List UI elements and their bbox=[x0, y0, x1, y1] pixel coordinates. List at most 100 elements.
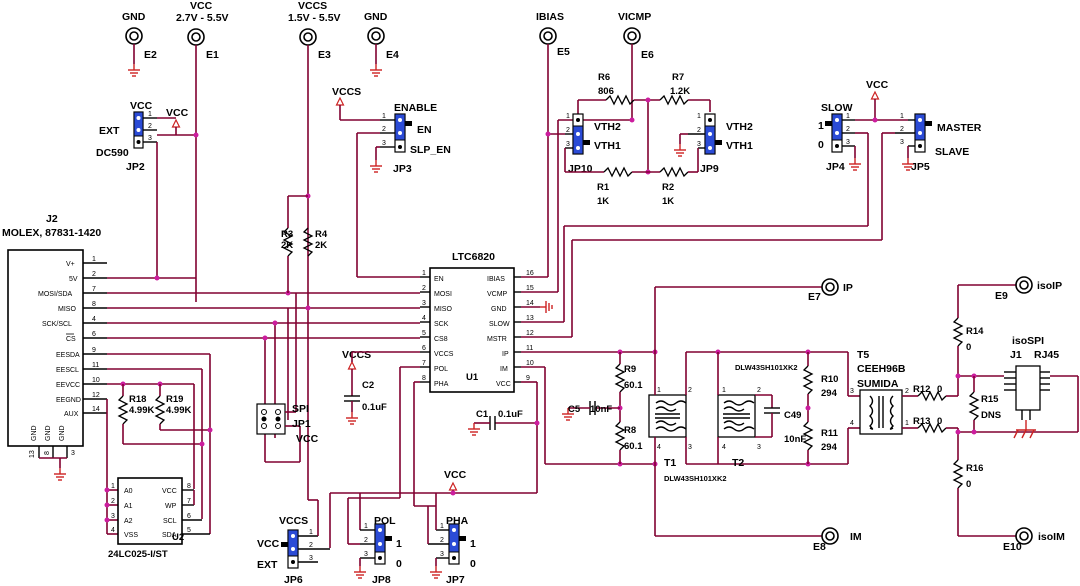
u1-num-9: 9 bbox=[526, 375, 530, 382]
c2-value: 0.1uF bbox=[362, 402, 387, 413]
e7-ip-label: IP bbox=[843, 282, 853, 294]
jp5-slave: SLAVE bbox=[935, 146, 969, 158]
e2-test-point: GND E2 bbox=[122, 11, 157, 77]
r9-value: 60.1 bbox=[624, 380, 643, 391]
u1-pin-sck: SCK bbox=[434, 321, 449, 328]
t2-ref: T2 bbox=[732, 457, 744, 469]
jp8-jumper[interactable]: POL 1 2 3 1 0 JP8 bbox=[347, 497, 402, 586]
r19-value: 4.99K bbox=[166, 405, 191, 416]
r13-value: 0 bbox=[937, 416, 942, 427]
r3-value: 2K bbox=[281, 240, 293, 251]
jp9-ref: JP9 bbox=[700, 163, 719, 175]
u1-num-2: 2 bbox=[422, 285, 426, 292]
j2-connector: J2 MOLEX, 87831-1420 V+ 5V MOSI/SDA MISO… bbox=[2, 213, 107, 481]
c49-ref: C49 bbox=[784, 410, 801, 421]
u1-part: LTC6820 bbox=[452, 251, 495, 263]
u1-num-16: 16 bbox=[526, 270, 534, 277]
e10-ref: E10 bbox=[1003, 541, 1022, 553]
jp5-master: MASTER bbox=[937, 122, 982, 134]
j2-gnum-8: 8 bbox=[44, 451, 51, 455]
svg-text:2: 2 bbox=[382, 126, 386, 133]
r9-ref: R9 bbox=[624, 364, 636, 375]
u1-pin-gnd: GND bbox=[491, 306, 507, 313]
svg-text:3: 3 bbox=[900, 139, 904, 146]
u1-num-14: 14 bbox=[526, 300, 534, 307]
c2-ref: C2 bbox=[362, 380, 374, 391]
jp7-jumper[interactable]: PHA 1 2 3 1 0 JP7 bbox=[427, 506, 476, 586]
jp3-jumper[interactable]: VCCS 1 2 3 ENABLE EN SLP_EN JP3 bbox=[332, 86, 451, 278]
e9-isoip-label: isoIP bbox=[1037, 280, 1062, 292]
jp2-dc590-label: DC590 bbox=[96, 147, 129, 159]
u1-num-15: 15 bbox=[526, 285, 534, 292]
u2-eeprom: A0 A1 A2 VSS VCC WP SCL SDA 1 2 3 4 8 7 … bbox=[108, 477, 210, 560]
svg-text:1: 1 bbox=[566, 113, 570, 120]
t5-ref: T5 bbox=[857, 349, 869, 361]
u2-pin-vcc: VCC bbox=[162, 488, 177, 495]
jp9-jumper[interactable]: 1 2 3 VTH2 VTH1 JP9 bbox=[673, 113, 753, 175]
jp6-ext-label: EXT bbox=[257, 559, 278, 571]
u2-pin-wp: WP bbox=[165, 503, 177, 510]
j2-num-9: 9 bbox=[92, 347, 96, 354]
u1-num-1: 1 bbox=[422, 270, 426, 277]
u1-pin-pol: POL bbox=[434, 366, 448, 373]
svg-text:1: 1 bbox=[440, 523, 444, 530]
r14-value: 0 bbox=[966, 342, 971, 353]
svg-text:1: 1 bbox=[309, 529, 313, 536]
u1-pin-miso: MISO bbox=[434, 306, 452, 313]
e2-ref: E2 bbox=[144, 49, 157, 61]
e2-label: GND bbox=[122, 11, 146, 23]
c2-bypass: VCCS C2 0.1uF bbox=[342, 349, 420, 425]
e5-test-point: IBIAS E5 bbox=[536, 11, 570, 58]
jp1-spi-header[interactable]: SPI JP1 VCC bbox=[256, 293, 319, 463]
jp7-ref: JP7 bbox=[446, 574, 465, 586]
svg-text:3: 3 bbox=[148, 135, 152, 142]
e4-label: GND bbox=[364, 11, 388, 23]
vcc-jp4-jp5: VCC bbox=[866, 79, 889, 123]
jp5-jumper[interactable]: 1 2 3 MASTER SLAVE JP5 bbox=[521, 113, 982, 338]
jp9-vth1: VTH1 bbox=[726, 140, 753, 152]
jp1-ref: JP1 bbox=[292, 418, 311, 430]
r13-ref: R13 bbox=[913, 416, 930, 427]
u1-num-12: 12 bbox=[526, 330, 534, 337]
u1-pin-slow: SLOW bbox=[489, 321, 510, 328]
svg-text:1: 1 bbox=[846, 113, 850, 120]
j2-num-12: 12 bbox=[92, 392, 100, 399]
u2-pin-a1: A1 bbox=[124, 503, 133, 510]
svg-text:1: 1 bbox=[697, 113, 701, 120]
vccs-rail-label-jp3: VCCS bbox=[332, 86, 361, 98]
r10-value: 294 bbox=[821, 388, 838, 399]
u1-num-11: 11 bbox=[526, 345, 533, 352]
r7-ref: R7 bbox=[672, 72, 684, 83]
jp8-zero: 0 bbox=[396, 558, 402, 570]
e3-ref: E3 bbox=[318, 49, 331, 61]
jp8-ref: JP8 bbox=[372, 574, 391, 586]
isolated-side: isoIP E9 R14 0 R15 DNS R16 0 isoIM E10 bbox=[953, 276, 1078, 553]
t5-transformer: T5 CEEH96B SUMIDA 3 4 2 1 bbox=[847, 349, 918, 464]
j2-num-10: 10 bbox=[92, 377, 100, 384]
c1-value: 0.1uF bbox=[498, 409, 523, 420]
jp6-jumper[interactable]: VCCS VCC EXT 1 2 3 JP6 bbox=[257, 499, 330, 586]
r11-ref: R11 bbox=[821, 428, 839, 439]
j2-part: MOLEX, 87831-1420 bbox=[2, 227, 101, 239]
svg-text:3: 3 bbox=[697, 141, 701, 148]
j2-gnd-c: GND bbox=[59, 425, 66, 441]
jp3-ref: JP3 bbox=[393, 163, 412, 175]
r12-r13: R12 0 R13 0 bbox=[913, 384, 958, 433]
svg-text:2: 2 bbox=[148, 123, 152, 130]
jp2-jumper[interactable]: VCC VCC 1 2 3 EXT DC590 JP2 bbox=[96, 100, 189, 260]
jp4-jumper[interactable]: SLOW 1 0 1 2 3 JP4 bbox=[521, 102, 908, 323]
svg-text:3: 3 bbox=[688, 444, 692, 451]
jp10-jumper[interactable]: 1 2 3 VTH2 VTH1 JP10 bbox=[545, 113, 622, 175]
c1-bypass: C1 0.1uF bbox=[467, 381, 540, 493]
r15-ref: R15 bbox=[981, 394, 999, 405]
j1-ref: J1 bbox=[1010, 349, 1022, 361]
r3-r4-pullups: R3 2K R4 2K bbox=[281, 195, 328, 293]
e4-ref: E4 bbox=[386, 49, 399, 61]
j1-label: isoSPI bbox=[1012, 335, 1044, 347]
vccs-range-label: 1.5V - 5.5V bbox=[288, 12, 341, 24]
e8-test-point: IM E8 bbox=[654, 464, 862, 553]
r4-ref: R4 bbox=[315, 229, 328, 240]
svg-text:3: 3 bbox=[850, 388, 854, 395]
r1-ref: R1 bbox=[597, 182, 610, 193]
j2-num-14: 14 bbox=[92, 406, 100, 413]
